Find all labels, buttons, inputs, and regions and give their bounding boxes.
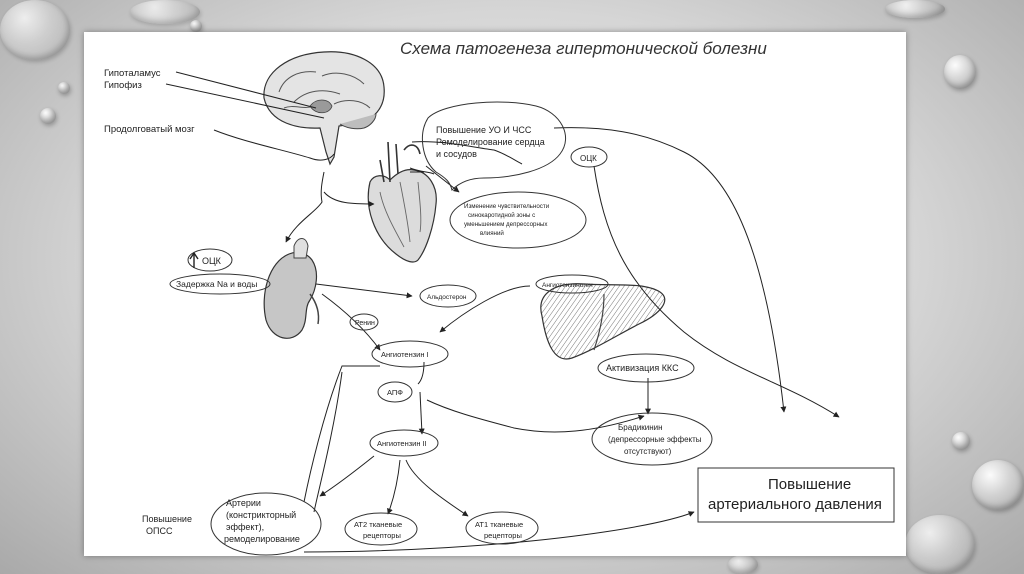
heart-illustration — [367, 141, 437, 263]
label-sensitivity-4: влияний — [480, 230, 504, 237]
liver-illustration — [540, 283, 666, 360]
label-bp-1: Повышение — [768, 476, 851, 493]
label-aldosterone: Альдостерон — [427, 294, 467, 301]
water-drop-decoration — [972, 460, 1024, 510]
label-at1-1: АТ1 тканевые — [475, 520, 523, 529]
water-drop-decoration — [58, 82, 70, 94]
label-heart-box-2: Ремоделирование сердца — [436, 137, 545, 147]
label-apf: АПФ — [387, 388, 403, 397]
label-ock-left: ОЦК — [202, 256, 222, 266]
label-sensitivity-3: уменьшением депрессорных — [464, 221, 548, 228]
label-angiotensin-2: Ангиотензин II — [377, 439, 427, 448]
brain-illustration — [263, 51, 385, 166]
label-hypothalamus: Гипоталамус — [104, 68, 161, 79]
connector-lines — [165, 71, 840, 553]
label-bp-2: артериального давления — [708, 496, 882, 513]
label-kks: Активизация ККС — [606, 363, 679, 373]
label-bradykinin-1: Брадикинин — [618, 423, 663, 432]
label-opss-2: ОПСС — [146, 526, 173, 536]
label-at2-2: рецепторы — [363, 531, 401, 540]
label-angiotensin-1: Ангиотензин I — [381, 350, 429, 359]
pathogenesis-diagram: Схема патогенеза гипертонической болезни — [104, 39, 895, 556]
label-opss-1: Повышение — [142, 514, 192, 524]
label-sensitivity-1: Изменение чувствительности — [464, 203, 550, 210]
label-heart-box-3: и сосудов — [436, 149, 477, 159]
ellipse-nodes — [169, 101, 713, 556]
label-arteries-4: ремоделирование — [224, 534, 300, 544]
diagram-title: Схема патогенеза гипертонической болезни — [400, 39, 767, 58]
label-arteries-3: эффект), — [226, 522, 264, 532]
slide-panel: Схема патогенеза гипертонической болезни — [84, 32, 906, 556]
water-drop-decoration — [905, 515, 975, 574]
label-retention: Задержка Na и воды — [176, 279, 257, 289]
label-at2-1: АТ2 тканевые — [354, 520, 402, 529]
label-sensitivity-2: синокаротидной зоны с — [468, 212, 535, 219]
water-drop-decoration — [728, 555, 758, 574]
label-pituitary: Гипофиз — [104, 80, 142, 91]
label-renin: Ренин — [355, 320, 375, 327]
blood-pressure-box — [697, 467, 895, 523]
water-drop-decoration — [130, 0, 200, 24]
label-bradykinin-2: (депрессорные эффекты — [608, 435, 702, 444]
water-drop-decoration — [190, 20, 202, 32]
label-arteries-1: Артерии — [226, 498, 261, 508]
water-drop-decoration — [952, 432, 970, 450]
label-at1-2: рецепторы — [484, 531, 522, 540]
label-bradykinin-3: отсутствуют) — [624, 447, 672, 456]
increase-arrow-icon — [189, 251, 199, 268]
label-angiotensinogen: Ангиотензиноген — [542, 282, 593, 289]
label-medulla: Продолговатый мозг — [104, 124, 195, 135]
label-heart-box-1: Повышение УО И ЧСС — [436, 125, 532, 135]
water-drop-decoration — [944, 55, 976, 89]
label-ock-top: ОЦК — [580, 154, 597, 163]
water-drop-decoration — [40, 108, 56, 124]
kidney-illustration — [263, 238, 320, 339]
label-arteries-2: (констрикторный — [226, 510, 296, 520]
water-drop-decoration — [885, 0, 945, 18]
water-drop-decoration — [0, 0, 70, 60]
